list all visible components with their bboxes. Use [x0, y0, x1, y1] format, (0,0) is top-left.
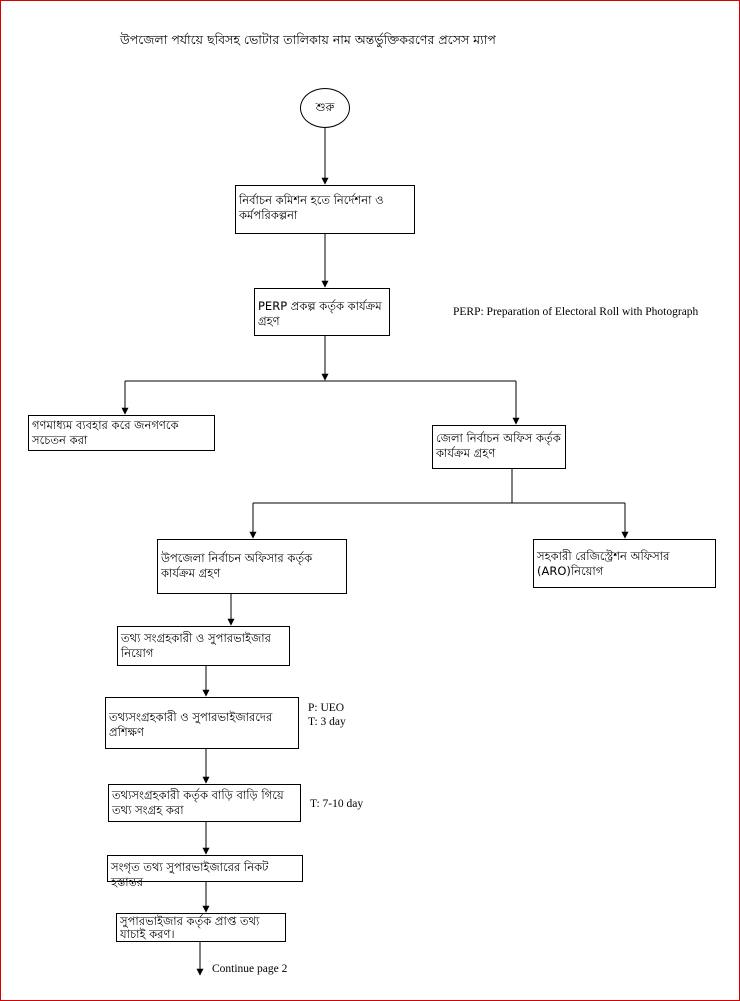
box-district-office: জেলা নির্বাচন অফিস কর্তৃক কার্যক্রম গ্রহ… [432, 425, 566, 469]
box-house-visit: তথ্যসংগ্রহকারী কর্তৃক বাড়ি বাড়ি গিয়ে … [108, 784, 301, 822]
box-perp-program: PERP প্রকল্প কর্তৃক কার্যক্রম গ্রহণ [254, 288, 390, 336]
box-verification: সুপারভাইজার কর্তৃক প্রাপ্ত তথ্য যাচাই কর… [116, 913, 286, 942]
note-continue: Continue page 2 [212, 963, 288, 975]
start-node: শুরু [300, 88, 350, 128]
note-perp-definition: PERP: Preparation of Electoral Roll with… [453, 306, 699, 318]
diagram-title: উপজেলা পর্যায়ে ছবিসহ ভোটার তালিকায় নাম… [120, 32, 496, 47]
box-aro-appointment: সহকারী রেজিস্ট্রেশন অফিসার (ARO)নিয়োগ [533, 539, 716, 588]
box-training-text: তথ্যসংগ্রহকারী ও সুপারভাইজারদের প্রশিক্ষ… [109, 710, 273, 739]
start-label: শুরু [315, 99, 335, 114]
box-ec-instruction-text: নির্বাচন কমিশন হতে নির্দেশনা ও কর্মপরিকল… [239, 193, 384, 222]
box-collector-appointment-text: তথ্য সংগ্রহকারী ও সুপারভাইজার নিয়োগ [121, 631, 271, 660]
box-upazila-officer: উপজেলা নির্বাচন অফিসার কর্তৃক কার্যক্রম … [157, 539, 347, 594]
box-ec-instruction: নির্বাচন কমিশন হতে নির্দেশনা ও কর্মপরিকল… [235, 185, 415, 234]
box-mass-media: গণমাধ্যম ব্যবহার করে জনগণকে সচেতন করা [28, 415, 215, 451]
note-house-visit-time: T: 7-10 day [310, 798, 364, 810]
box-perp-program-text: PERP প্রকল্প কর্তৃক কার্যক্রম গ্রহণ [258, 299, 382, 328]
box-aro-appointment-text: সহকারী রেজিস্ট্রেশন অফিসার (ARO)নিয়োগ [537, 549, 670, 578]
box-training: তথ্যসংগ্রহকারী ও সুপারভাইজারদের প্রশিক্ষ… [105, 697, 299, 749]
note-training-time: T: 3 day [308, 716, 346, 728]
box-handover: সংগৃত তথ্য সুপারভাইজারের নিকট হস্তান্তর [107, 855, 303, 889]
box-verification-text: সুপারভাইজার কর্তৃক প্রাপ্ত তথ্য যাচাই কর… [120, 914, 260, 941]
note-training-responsible: P: UEO [308, 702, 345, 714]
box-house-visit-text: তথ্যসংগ্রহকারী কর্তৃক বাড়ি বাড়ি গিয়ে … [112, 788, 284, 817]
box-collector-appointment: তথ্য সংগ্রহকারী ও সুপারভাইজার নিয়োগ [117, 626, 290, 666]
box-upazila-officer-text: উপজেলা নির্বাচন অফিসার কর্তৃক কার্যক্রম … [161, 551, 313, 580]
box-mass-media-text: গণমাধ্যম ব্যবহার করে জনগণকে সচেতন করা [32, 418, 179, 447]
box-handover-text: সংগৃত তথ্য সুপারভাইজারের নিকট হস্তান্তর [111, 860, 269, 889]
box-district-office-text: জেলা নির্বাচন অফিস কর্তৃক কার্যক্রম গ্রহ… [436, 431, 561, 460]
